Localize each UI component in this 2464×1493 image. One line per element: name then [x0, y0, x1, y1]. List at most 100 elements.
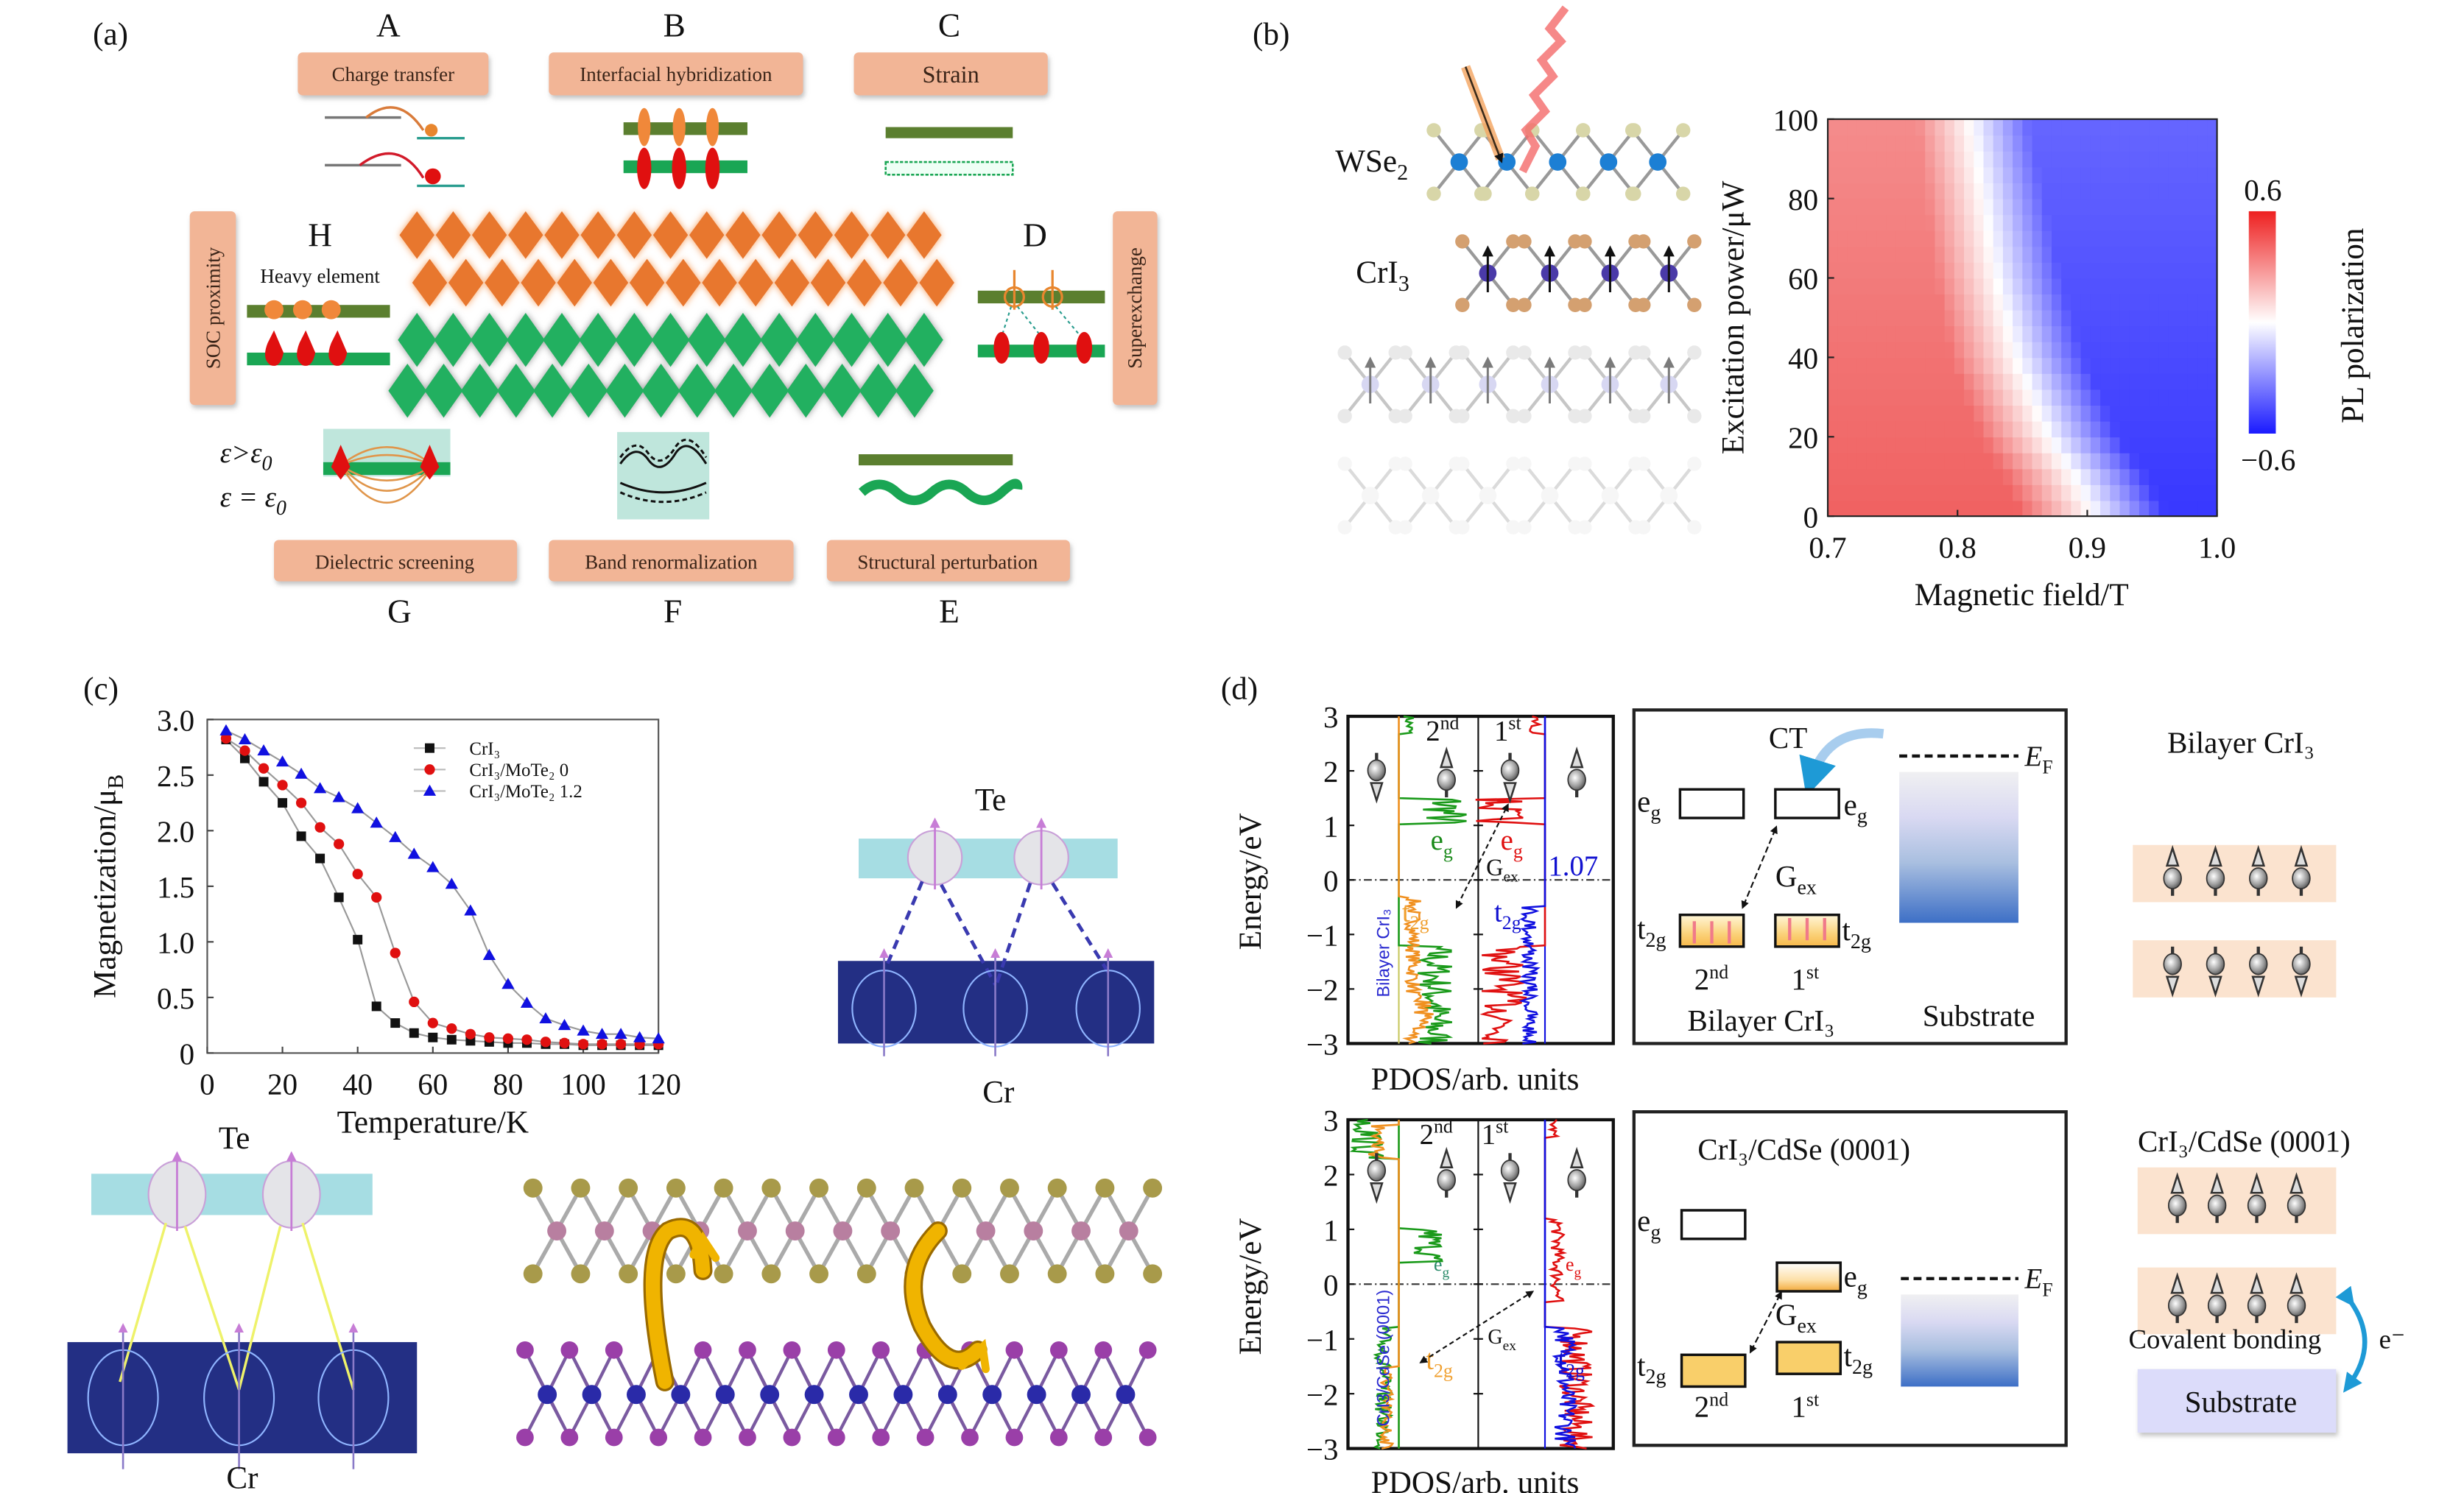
heatmap-cell [1935, 135, 1946, 152]
heatmap-cell [1905, 230, 1916, 247]
heatmap-cell [2168, 150, 2179, 168]
heatmap-cell [1915, 341, 1926, 359]
heatmap-cell [1993, 214, 2004, 231]
heatmap-cell [2061, 484, 2072, 501]
heatmap-cell [2022, 214, 2033, 231]
heatmap-cell [1828, 198, 1839, 216]
heatmap-cell [2187, 325, 2199, 342]
heatmap-cell [1876, 405, 1887, 422]
heatmap-cell [1983, 135, 1994, 152]
heatmap-cell [1993, 230, 2004, 247]
heatmap-cell [1886, 325, 1897, 342]
heatmap-cell [2071, 373, 2082, 390]
heatmap-cell [1954, 420, 1965, 438]
heatmap-cell [2061, 119, 2072, 136]
heatmap-cell [2187, 357, 2199, 374]
colorbar-label: PL polarization [2336, 228, 2370, 423]
bonds [1343, 351, 1696, 417]
panel-a-label: (a) [93, 17, 128, 52]
heatmap-cell [2041, 389, 2052, 406]
heatmap-cell [1856, 166, 1868, 183]
heatmap-cell [1964, 278, 1975, 294]
heatmap-cell [1837, 468, 1848, 485]
heatmap-cell [1944, 246, 1955, 263]
heatmap-cell [1886, 389, 1897, 406]
heatmap-cell [2197, 183, 2208, 200]
te-atom [1143, 1178, 1163, 1198]
heatmap-cell [1828, 437, 1839, 453]
data-point [427, 1017, 438, 1028]
heatmap-cell [1983, 373, 1994, 390]
heatmap-cell [2032, 150, 2043, 168]
heatmap-cell [2178, 150, 2189, 168]
heatmap-cell [2197, 341, 2208, 359]
chalcogen-atom [1426, 186, 1441, 201]
heatmap-cell [1993, 437, 2004, 453]
metal-atom [1599, 153, 1618, 171]
interfacial-hybridization-box [549, 52, 803, 96]
heatmap-cell [1925, 500, 1936, 518]
heatmap-cell [1944, 230, 1955, 247]
heatmap-cell [1828, 325, 1839, 342]
heatmap-cell [1983, 325, 1994, 342]
pl-polarization-heatmap [1828, 119, 2218, 518]
heatmap-cell [2110, 183, 2121, 200]
heatmap-cell [1993, 246, 2004, 263]
heatmap-cell [2168, 468, 2179, 485]
spin-ball [1500, 759, 1520, 782]
heatmap-cell [2090, 484, 2101, 501]
heatmap-cell [1886, 341, 1897, 359]
gex-label: Gex [1775, 1297, 1817, 1338]
pdos-eg-green: eg [1434, 1254, 1450, 1281]
heatmap-cell [2100, 452, 2111, 470]
heatmap-cell [1895, 357, 1907, 374]
heatmap-cell [1925, 437, 1936, 453]
heatmap-cell [2158, 325, 2169, 342]
spin-arrowhead [1503, 1182, 1517, 1204]
data-point [314, 822, 325, 833]
heatmap-cell [2139, 389, 2150, 406]
heatmap-cell [2061, 468, 2072, 485]
heatmap-cell [2119, 230, 2130, 247]
heatmap-cell [2022, 452, 2033, 470]
heatmap-ylabel: Excitation power/μW [1717, 180, 1751, 454]
letter-c: C [938, 7, 960, 44]
heatmap-cell [1895, 230, 1907, 247]
data-point [352, 869, 363, 880]
heatmap-cell [1905, 405, 1916, 422]
heatmap-cell [2207, 405, 2218, 422]
spin-ball [1437, 769, 1456, 791]
heatmap-cell [2168, 261, 2179, 279]
chalcogen-atom [1687, 345, 1702, 360]
heatmap-cell [2032, 357, 2043, 374]
heatmap-cell [1837, 325, 1848, 342]
heatmap-cell [2129, 452, 2140, 470]
heatmap-cell [2071, 357, 2082, 374]
data-point [501, 978, 515, 989]
heatmap-cell [1895, 246, 1907, 263]
spin-arrowhead [1370, 1182, 1384, 1204]
te-atom [1143, 1264, 1163, 1284]
heatmap-cell [1935, 246, 1946, 263]
mo-atom [881, 1221, 901, 1240]
pdos-gex: Gex [1488, 1326, 1516, 1354]
chromium-atom [760, 1385, 780, 1405]
energy-ylabel-top: Energy/eV [1233, 813, 1268, 950]
heatmap-cell [2149, 484, 2160, 501]
data-point [615, 1039, 627, 1050]
soc-proximity-box [189, 211, 236, 406]
pdos-xlabel-top: PDOS/arb. units [1371, 1062, 1580, 1097]
heatmap-cell [1905, 150, 1916, 168]
heatmap-cell [1856, 119, 1868, 136]
heatmap-cell [2110, 166, 2121, 183]
heatmap-cell [1837, 484, 1848, 501]
heatmap-cell [2090, 437, 2101, 453]
magnetization-plot-frame [206, 719, 660, 1054]
letter-a: A [376, 7, 401, 44]
heatmap-cell [2013, 135, 2024, 152]
iodine-atom [1138, 1428, 1157, 1447]
heatmap-cell [2158, 452, 2169, 470]
cri3-layer [1455, 234, 1702, 312]
heatmap-cell [1856, 230, 1868, 247]
heatmap-cell [1974, 119, 1985, 136]
